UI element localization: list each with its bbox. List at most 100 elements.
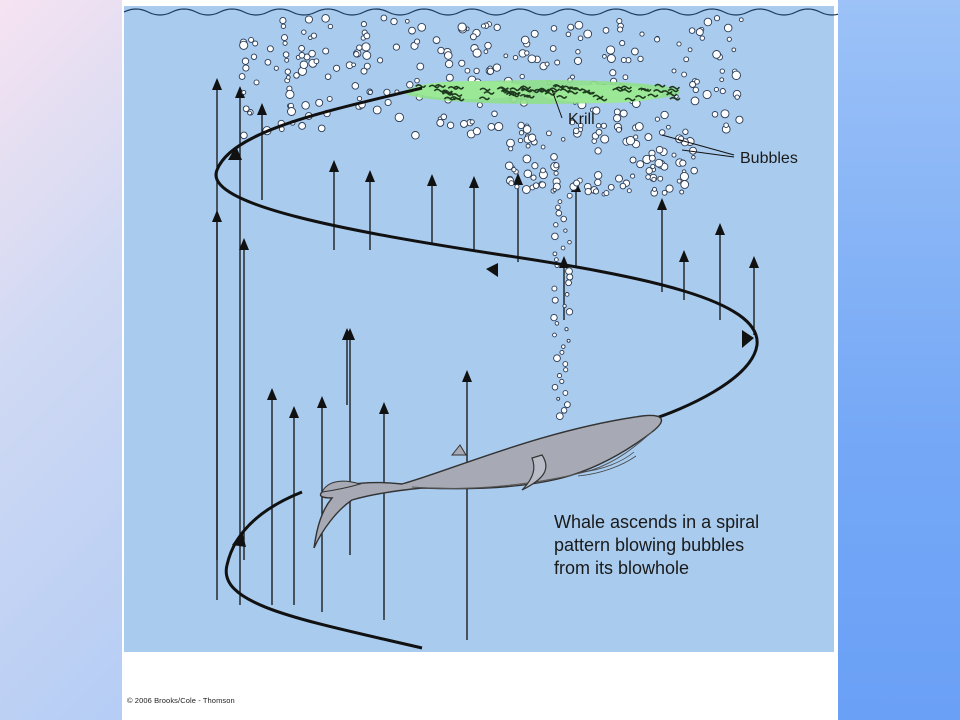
krill [667, 88, 679, 93]
bubble [720, 109, 730, 119]
bubble [446, 121, 455, 129]
bubble [636, 160, 645, 169]
bubble [713, 15, 721, 22]
bubble [361, 42, 371, 52]
bubble [602, 27, 610, 34]
krill [441, 91, 454, 96]
bubble [517, 137, 524, 144]
bubble [551, 383, 559, 391]
bubble [554, 59, 561, 66]
bubble [298, 122, 306, 130]
bubble [333, 64, 341, 72]
bubble [512, 54, 519, 61]
bubble [298, 45, 305, 52]
bubble [613, 108, 621, 116]
bubble [284, 57, 290, 63]
bubble [553, 222, 559, 228]
bubble [472, 48, 482, 58]
arrowhead [212, 210, 222, 222]
spiral-direction-arrow [742, 330, 754, 348]
arrowhead [317, 396, 327, 408]
bubble [671, 68, 677, 74]
krill [592, 94, 604, 99]
bubble [322, 47, 330, 55]
bubble [544, 61, 550, 67]
bubble [660, 110, 669, 120]
bubble [404, 18, 410, 24]
bubble [298, 52, 306, 59]
bubble [550, 313, 558, 322]
bubble [560, 407, 568, 414]
bubble-net-diagram: Krill Bubbles Whale ascends in a spiral … [123, 6, 838, 652]
krill [654, 83, 666, 88]
bubble [552, 332, 557, 338]
krill [624, 97, 636, 102]
spiral-direction-arrow [228, 146, 242, 160]
copyright-notice: © 2006 Brooks/Cole - Thomson [127, 696, 235, 705]
krill [450, 96, 462, 100]
bubble [690, 96, 700, 106]
bubble [408, 26, 416, 35]
bubble [607, 183, 615, 191]
bubble [689, 81, 697, 88]
bubble [284, 68, 291, 75]
bubble [514, 184, 520, 190]
krill [579, 88, 591, 93]
bubble [504, 161, 514, 171]
bubble [661, 189, 668, 196]
bubble [310, 32, 317, 39]
krill [559, 88, 571, 93]
bubble [634, 122, 644, 131]
bubble [487, 122, 496, 131]
bubble [652, 186, 657, 192]
bubble [644, 133, 653, 142]
bubble [671, 152, 677, 158]
bubble [562, 361, 569, 367]
krill [549, 87, 561, 92]
krill [415, 84, 427, 88]
bubble [520, 35, 530, 45]
bubble [486, 67, 495, 75]
bubble [648, 154, 656, 162]
bubble [281, 34, 288, 42]
bubble [444, 51, 453, 60]
bubble [377, 57, 384, 64]
arrowhead [329, 160, 339, 172]
bubble [702, 89, 712, 100]
arrowhead [657, 198, 667, 210]
bubble [690, 166, 698, 175]
bubble [240, 131, 248, 140]
bubble [518, 130, 525, 136]
krill-swarm [404, 80, 681, 104]
bubble [326, 95, 333, 102]
bubble [414, 77, 420, 84]
bubble [695, 28, 704, 37]
bubble [616, 17, 623, 25]
krill [538, 87, 550, 92]
krill [519, 93, 531, 98]
bubble [530, 174, 537, 181]
bubble [238, 73, 246, 80]
bubble [613, 114, 622, 123]
bubble [594, 147, 602, 155]
bubble [313, 58, 320, 65]
bubble [356, 95, 363, 102]
bubble [511, 167, 517, 173]
bubble [239, 40, 249, 50]
krill [647, 93, 659, 98]
krill [509, 91, 521, 95]
bubble [266, 45, 274, 53]
bubble [564, 292, 570, 297]
bubble [416, 62, 425, 71]
bubble [527, 133, 537, 142]
bubble [559, 378, 565, 384]
krill [434, 84, 446, 88]
arrowhead [427, 174, 437, 186]
arrowhead [239, 238, 249, 250]
bubble [491, 110, 498, 118]
bubble [483, 49, 489, 54]
bubble [363, 32, 371, 40]
bubble [287, 107, 296, 116]
bubble [637, 55, 644, 63]
krill [509, 87, 521, 92]
